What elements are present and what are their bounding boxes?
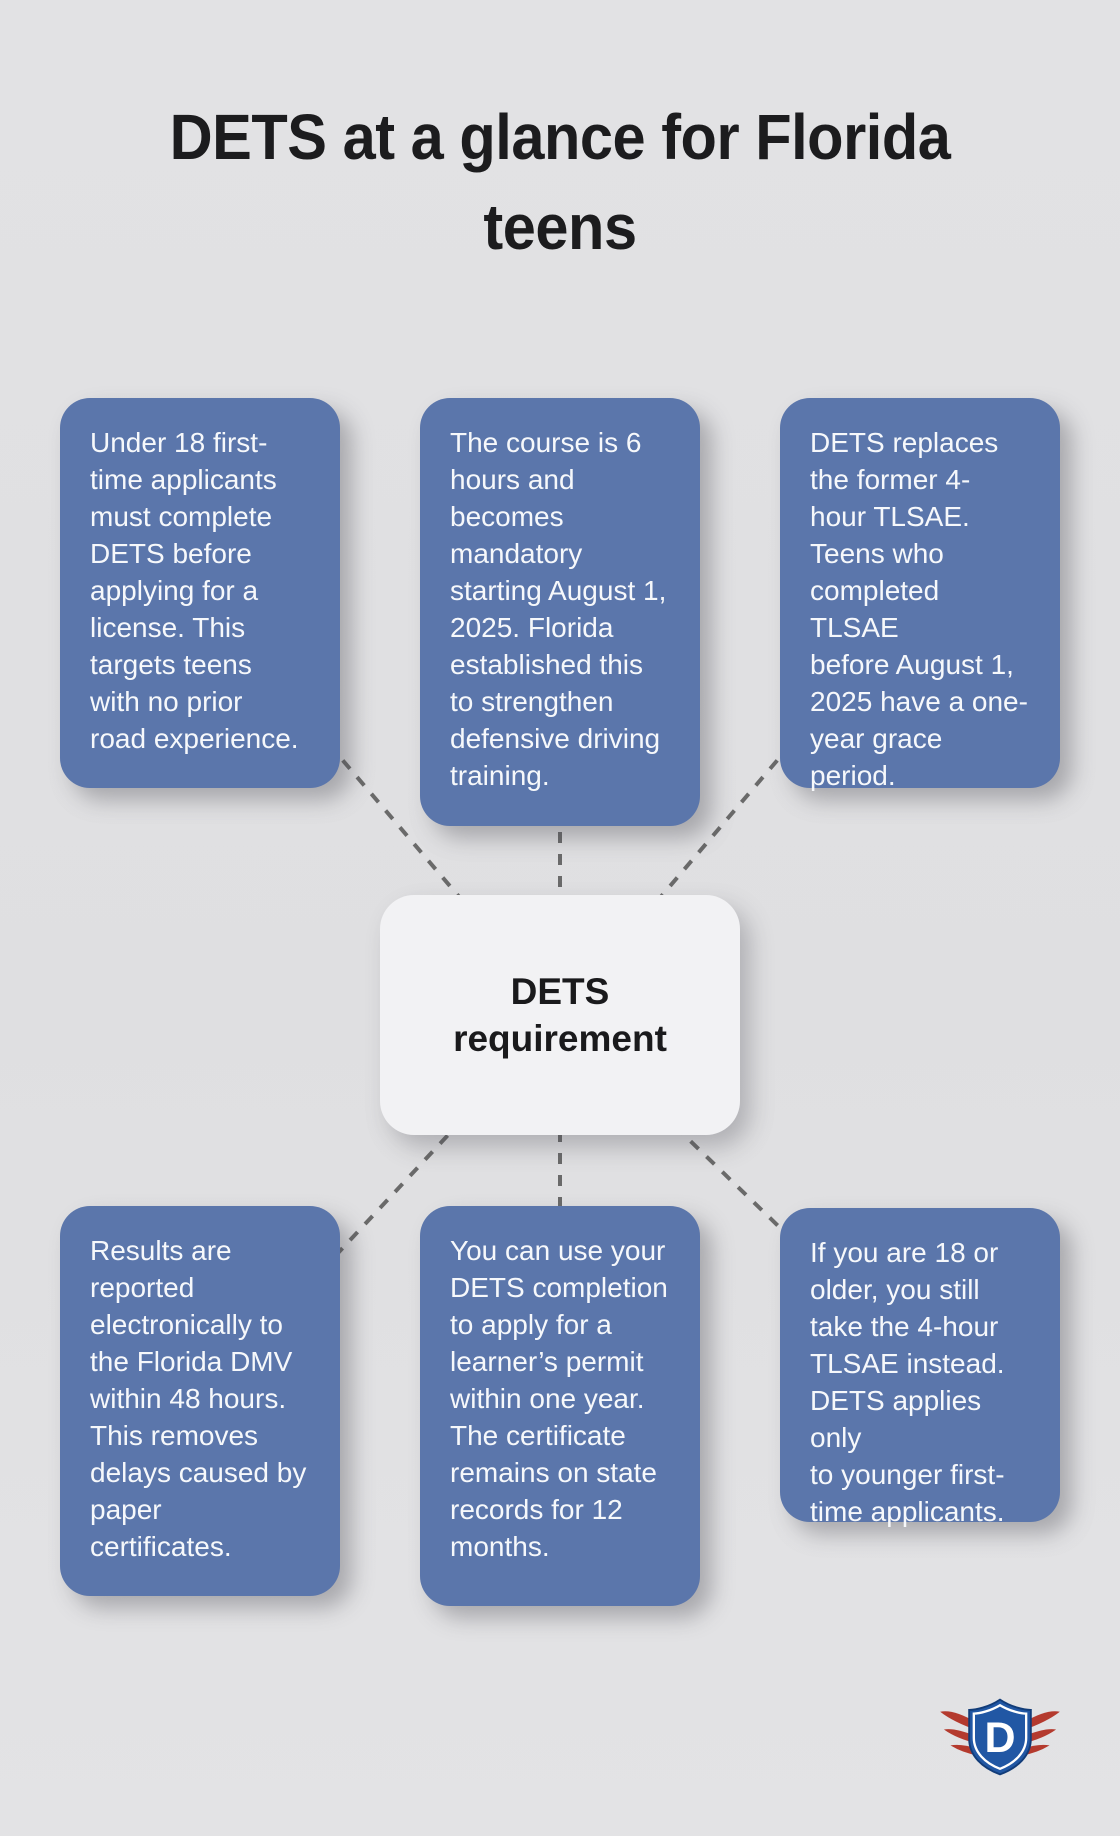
center-node-dets-requirement: DETS requirement bbox=[380, 895, 740, 1135]
brand-logo: D bbox=[938, 1694, 1062, 1780]
info-card-bottom-left: Results are reported electronically to t… bbox=[60, 1206, 340, 1596]
info-card-top-middle: The course is 6 hours and becomes mandat… bbox=[420, 398, 700, 826]
info-card-bottom-middle: You can use your DETS completion to appl… bbox=[420, 1206, 700, 1606]
logo-letter: D bbox=[984, 1714, 1015, 1762]
info-card-top-left: Under 18 first- time applicants must com… bbox=[60, 398, 340, 788]
logo-shield-icon bbox=[968, 1698, 1032, 1776]
shield-wings-logo-icon: D bbox=[940, 1698, 1060, 1776]
page-title: DETS at a glance for Florida teens bbox=[169, 101, 951, 263]
logo-shield-inner-ring bbox=[972, 1703, 1028, 1771]
info-card-top-right: DETS replaces the former 4- hour TLSAE. … bbox=[780, 398, 1060, 791]
info-card-bottom-right: If you are 18 or older, you still take t… bbox=[780, 1208, 1060, 1527]
connector-bottom-right bbox=[558, 1013, 922, 1365]
